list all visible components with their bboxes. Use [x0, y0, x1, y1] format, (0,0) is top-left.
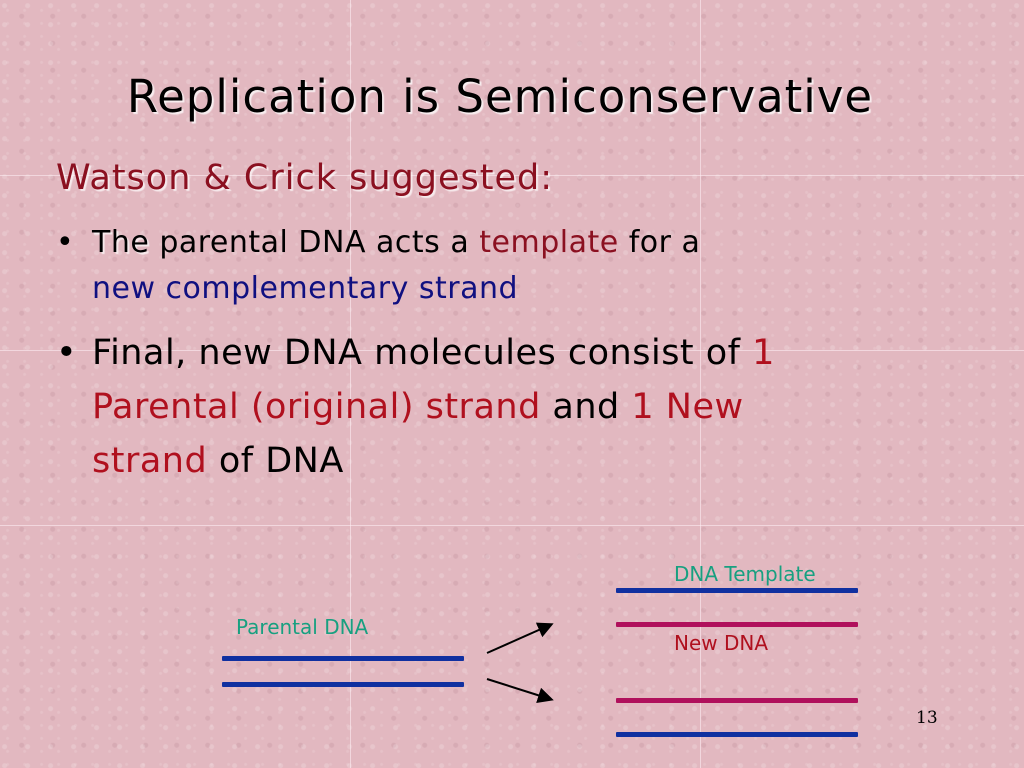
- new-dna-label: New DNA: [674, 631, 769, 655]
- bullet-text: for a: [618, 225, 701, 260]
- highlight-new: 1 New: [631, 387, 744, 427]
- bullet-text: The: [92, 225, 150, 260]
- parental-strand-1: [222, 656, 464, 661]
- split-arrows: [486, 622, 554, 703]
- new-strand-2: [616, 698, 858, 703]
- dna-template-label: DNA Template: [674, 562, 816, 586]
- parental-dna-label: Parental DNA: [236, 615, 369, 639]
- background-grid-line: [700, 0, 701, 768]
- arrow-down-right: [486, 678, 554, 703]
- highlight-strand: strand: [92, 441, 208, 481]
- highlight-count: 1: [752, 333, 775, 373]
- slide-title: Replication is Semiconservative: [126, 70, 874, 123]
- page-number: 13: [916, 708, 938, 728]
- background-grid-line: [0, 350, 1024, 351]
- bullet-text: parental DNA acts a: [149, 225, 480, 260]
- bullet-text: and: [540, 387, 632, 427]
- template-strand-1: [616, 588, 858, 593]
- background-grid-line: [350, 0, 351, 768]
- highlight-new-strand: new complementary strand: [92, 271, 519, 306]
- background-grid-line: [0, 525, 1024, 526]
- parental-strand-2: [222, 682, 464, 687]
- arrow-up-right: [486, 622, 554, 654]
- bullet-marker: •: [56, 333, 77, 373]
- new-strand-1: [616, 622, 858, 627]
- background-grid-line: [0, 175, 1024, 176]
- bullet-text: of DNA: [207, 441, 344, 481]
- template-strand-2: [616, 732, 858, 737]
- slide-subtitle: Watson & Crick suggested:: [56, 158, 553, 198]
- highlight-template: template: [479, 225, 619, 260]
- bullet-text: Final, new DNA molecules consist of: [92, 333, 753, 373]
- highlight-parental-strand: Parental (original) strand: [92, 387, 541, 427]
- bullet-template: • The parental DNA acts a template for a…: [56, 220, 956, 312]
- bullet-marker: •: [56, 225, 74, 260]
